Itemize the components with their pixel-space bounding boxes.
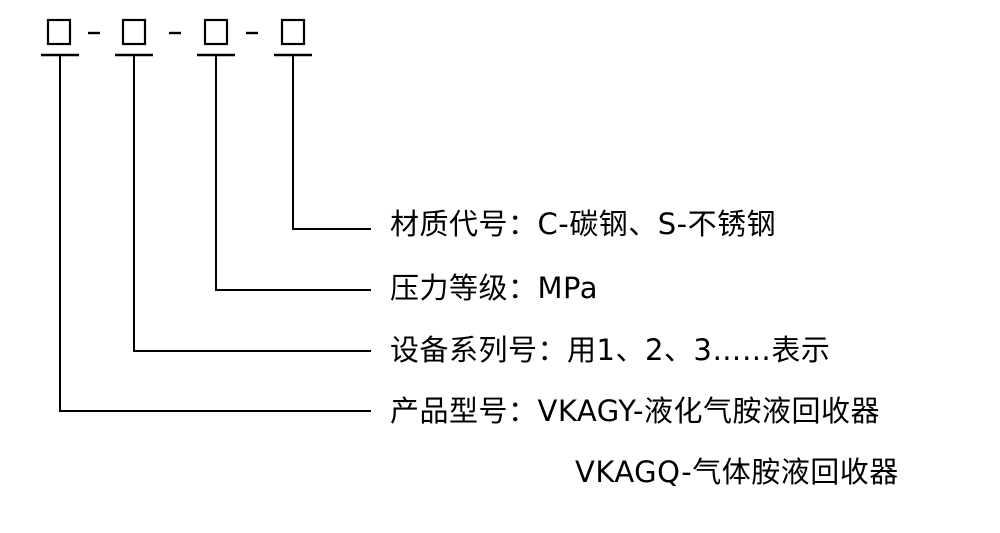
legend-model: 产品型号：VKAGY-液化气胺液回收器: [390, 394, 880, 428]
code-slot-box-pressure: [203, 18, 229, 46]
legend-model-extra: VKAGQ-气体胺液回收器: [575, 455, 899, 489]
legend-pressure-value: MPa: [537, 271, 599, 305]
code-slot-box-material: [280, 18, 306, 46]
code-slot-box-series: [121, 18, 147, 46]
legend-material-value: C-碳钢、S-不锈钢: [537, 207, 777, 241]
leader-line-material: [292, 55, 371, 230]
leader-line-model: [59, 55, 371, 412]
legend-series-value: 用1、2、3……表示: [567, 333, 831, 367]
legend-model-label: 产品型号: [390, 394, 509, 428]
legend-series-label: 设备系列号: [390, 333, 538, 367]
legend-material: 材质代号：C-碳钢、S-不锈钢: [390, 207, 776, 241]
leader-line-pressure: [215, 55, 371, 291]
code-slot-box-model: [46, 18, 72, 46]
legend-material-label: 材质代号: [390, 207, 509, 241]
legend-material-sep: ：: [508, 207, 538, 241]
legend-series-sep: ：: [537, 333, 568, 367]
leader-line-series: [133, 55, 371, 352]
legend-pressure: 压力等级：MPa: [390, 271, 598, 305]
legend-model-sep: ：: [508, 394, 538, 428]
legend-model-value: VKAGY-液化气胺液回收器: [537, 394, 880, 428]
legend-pressure-sep: ：: [508, 271, 538, 305]
legend-series: 设备系列号：用1、2、3……表示: [390, 333, 830, 367]
legend-pressure-label: 压力等级: [390, 271, 509, 305]
